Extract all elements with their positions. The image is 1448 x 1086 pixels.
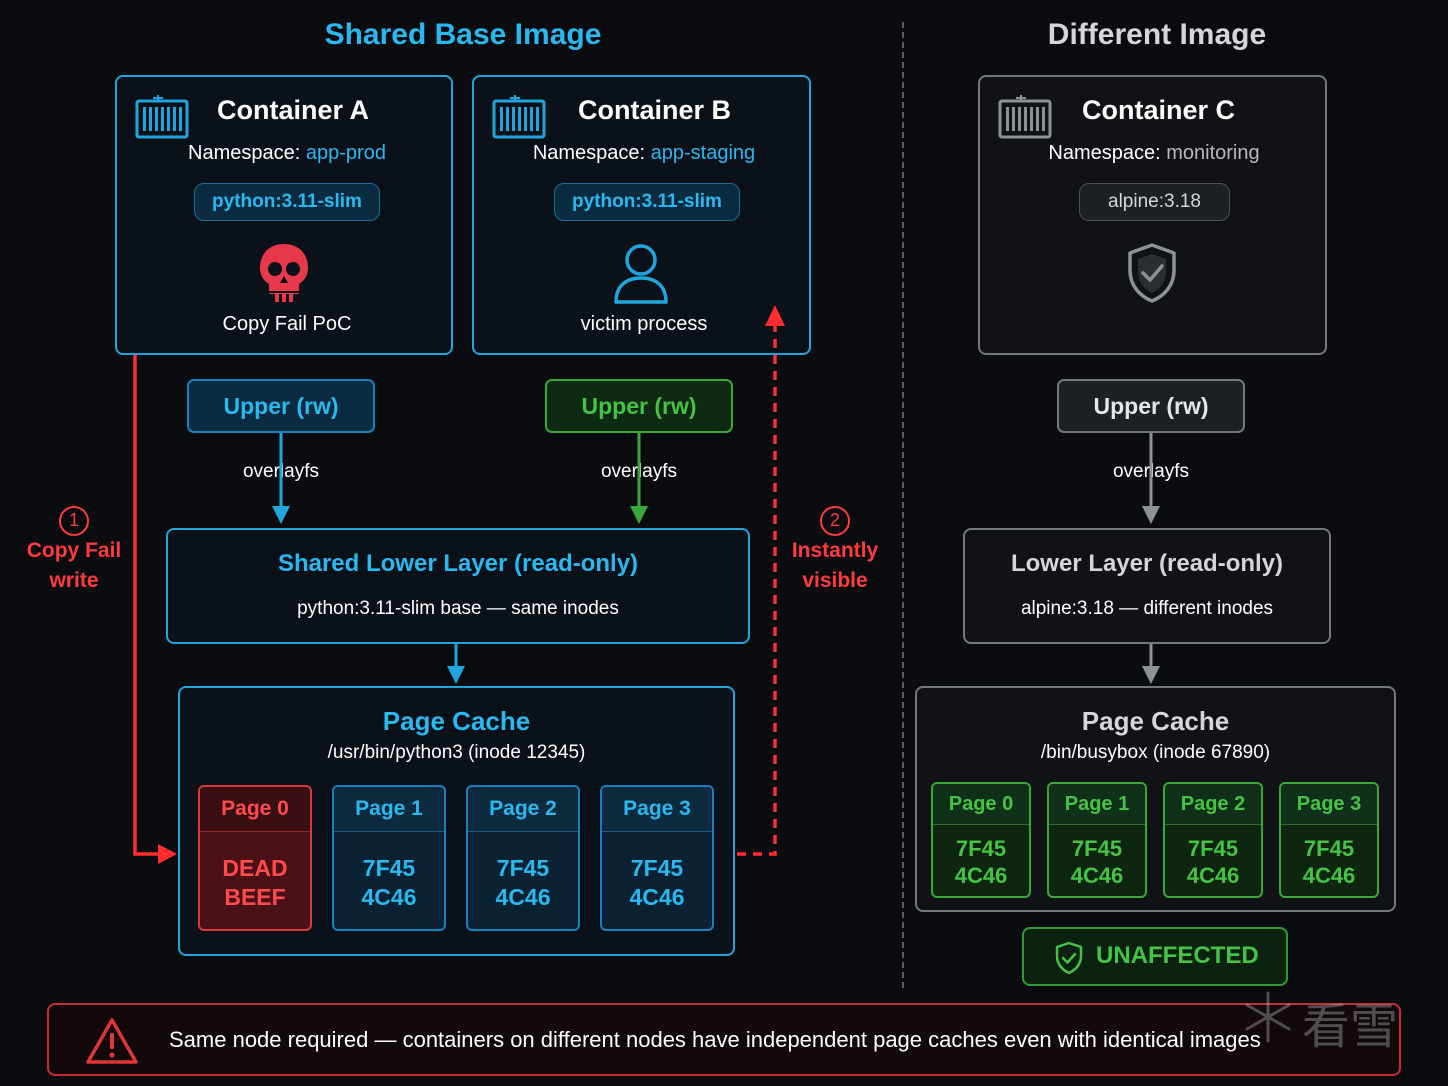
page-value-line2: 4C46 xyxy=(629,884,685,910)
arrow-lower-to-cache-head xyxy=(447,666,465,684)
lower-c-title: Lower Layer (read-only) xyxy=(1010,550,1284,577)
snowflake-icon xyxy=(1245,991,1291,1043)
step-1-number: 1 xyxy=(59,506,89,536)
arrow-instantly-visible-head xyxy=(765,305,785,326)
page-value-line1: 7F45 xyxy=(1187,836,1239,861)
container-b-image-badge: python:3.11-slim xyxy=(554,183,740,221)
step-2-number: 2 xyxy=(820,506,850,536)
page-label: Page 2 xyxy=(1165,784,1261,825)
container-b-label: victim process xyxy=(580,313,708,335)
page-value-line2: 4C46 xyxy=(1186,863,1240,888)
container-c-title: Container C xyxy=(1082,95,1236,125)
page-label: Page 3 xyxy=(602,787,712,832)
page-value-line2: 4C46 xyxy=(495,884,551,910)
container-a-title: Container A xyxy=(217,95,370,125)
arrow-lower-c-to-cache-head xyxy=(1142,666,1160,684)
page-cell: Page 2 7F45 4C46 xyxy=(466,785,580,931)
page-cell: Page 1 7F45 4C46 xyxy=(332,785,446,931)
container-a-image-badge: python:3.11-slim xyxy=(194,183,380,221)
warning-icon xyxy=(86,1018,138,1064)
shared-lower-title: Shared Lower Layer (read-only) xyxy=(277,550,639,577)
page-value-line2: BEEF xyxy=(224,884,286,910)
page-cell: Page 0 DEAD BEEF xyxy=(198,785,312,931)
container-a-card: Container A Namespace: app-prod python:3… xyxy=(115,75,453,355)
page-value-line1: 7F45 xyxy=(362,855,416,881)
step-1-line2: write xyxy=(49,569,99,592)
container-c-image-badge: alpine:3.18 xyxy=(1079,183,1230,221)
container-c-card: Container C Namespace: monitoring alpine… xyxy=(978,75,1327,355)
page-value-line2: 4C46 xyxy=(361,884,417,910)
warning-banner: Same node required — containers on diffe… xyxy=(47,1003,1401,1076)
arrow-copy-fail-write xyxy=(133,355,160,856)
lower-c-subtitle: alpine:3.18 — different inodes xyxy=(1020,598,1274,619)
user-icon xyxy=(614,244,668,304)
page-cache-c-title: Page Cache xyxy=(1081,706,1230,736)
watermark-text: 看雪 xyxy=(1302,999,1399,1055)
container-icon xyxy=(135,95,189,139)
container-a-label: Copy Fail PoC xyxy=(222,313,352,335)
page-label: Page 0 xyxy=(933,784,1029,825)
page-label: Page 2 xyxy=(468,787,578,832)
shared-lower-subtitle: python:3.11-slim base — same inodes xyxy=(297,598,619,619)
step-2-line2: visible xyxy=(802,569,868,592)
unaffected-badge: UNAFFECTED xyxy=(1022,927,1288,986)
page-label: Page 1 xyxy=(1049,784,1145,825)
arrow-upper-c-to-lower-head xyxy=(1142,506,1160,524)
container-icon xyxy=(998,95,1052,139)
page-value-line1: 7F45 xyxy=(630,855,684,881)
page-label: Page 1 xyxy=(334,787,444,832)
shared-page-cache-file: /usr/bin/python3 (inode 12345) xyxy=(327,742,586,763)
container-c-namespace: Namespace: monitoring xyxy=(1048,142,1260,164)
page-cell: Page 3 7F45 4C46 xyxy=(600,785,714,931)
unaffected-label: UNAFFECTED xyxy=(1096,942,1259,969)
arrow-instantly-visible xyxy=(737,324,777,856)
page-value-line1: 7F45 xyxy=(1071,836,1123,861)
page-value-line1: 7F45 xyxy=(1303,836,1355,861)
page-value-line2: 4C46 xyxy=(1070,863,1124,888)
shield-check-icon xyxy=(1128,243,1176,303)
warning-text: Same node required — containers on diffe… xyxy=(169,1027,1261,1052)
page-value-line2: 4C46 xyxy=(1302,863,1356,888)
step-2-annotation: 2 Instantly visible xyxy=(771,505,899,596)
container-b-card: Container B Namespace: app-staging pytho… xyxy=(472,75,811,355)
page-value-line1: 7F45 xyxy=(496,855,550,881)
container-a-namespace: Namespace: app-prod xyxy=(188,142,386,164)
page-value-line1: DEAD xyxy=(222,855,288,881)
shield-check-icon xyxy=(1055,941,1083,975)
upper-layer-a: Upper (rw) xyxy=(187,379,375,433)
shared-lower-layer: Shared Lower Layer (read-only) python:3.… xyxy=(166,528,750,644)
page-value-line2: 4C46 xyxy=(954,863,1008,888)
page-value-line1: 7F45 xyxy=(955,836,1007,861)
page-label: Page 3 xyxy=(1281,784,1377,825)
shared-page-cache-title: Page Cache xyxy=(382,706,531,736)
watermark: 看雪 xyxy=(1240,985,1430,1055)
page-label: Page 0 xyxy=(200,787,310,832)
different-section-title: Different Image xyxy=(1047,18,1267,51)
container-b-title: Container B xyxy=(578,95,732,125)
lower-layer-c: Lower Layer (read-only) alpine:3.18 — di… xyxy=(963,528,1331,644)
arrow-upper-a-to-lower-head xyxy=(272,506,290,524)
upper-layer-b: Upper (rw) xyxy=(545,379,733,433)
upper-layer-c: Upper (rw) xyxy=(1057,379,1245,433)
step-1-annotation: 1 Copy Fail write xyxy=(10,505,138,596)
shared-section-title: Shared Base Image xyxy=(324,18,602,51)
arrow-copy-fail-write-head xyxy=(158,844,177,864)
page-cache-c-file: /bin/busybox (inode 67890) xyxy=(1040,742,1271,763)
skull-icon xyxy=(260,244,308,302)
step-1-line1: Copy Fail xyxy=(26,539,122,562)
section-divider xyxy=(902,22,904,988)
container-icon xyxy=(492,95,546,139)
container-b-namespace: Namespace: app-staging xyxy=(532,142,756,164)
arrow-upper-b-to-lower-head xyxy=(630,506,648,524)
step-2-line1: Instantly xyxy=(791,539,879,562)
